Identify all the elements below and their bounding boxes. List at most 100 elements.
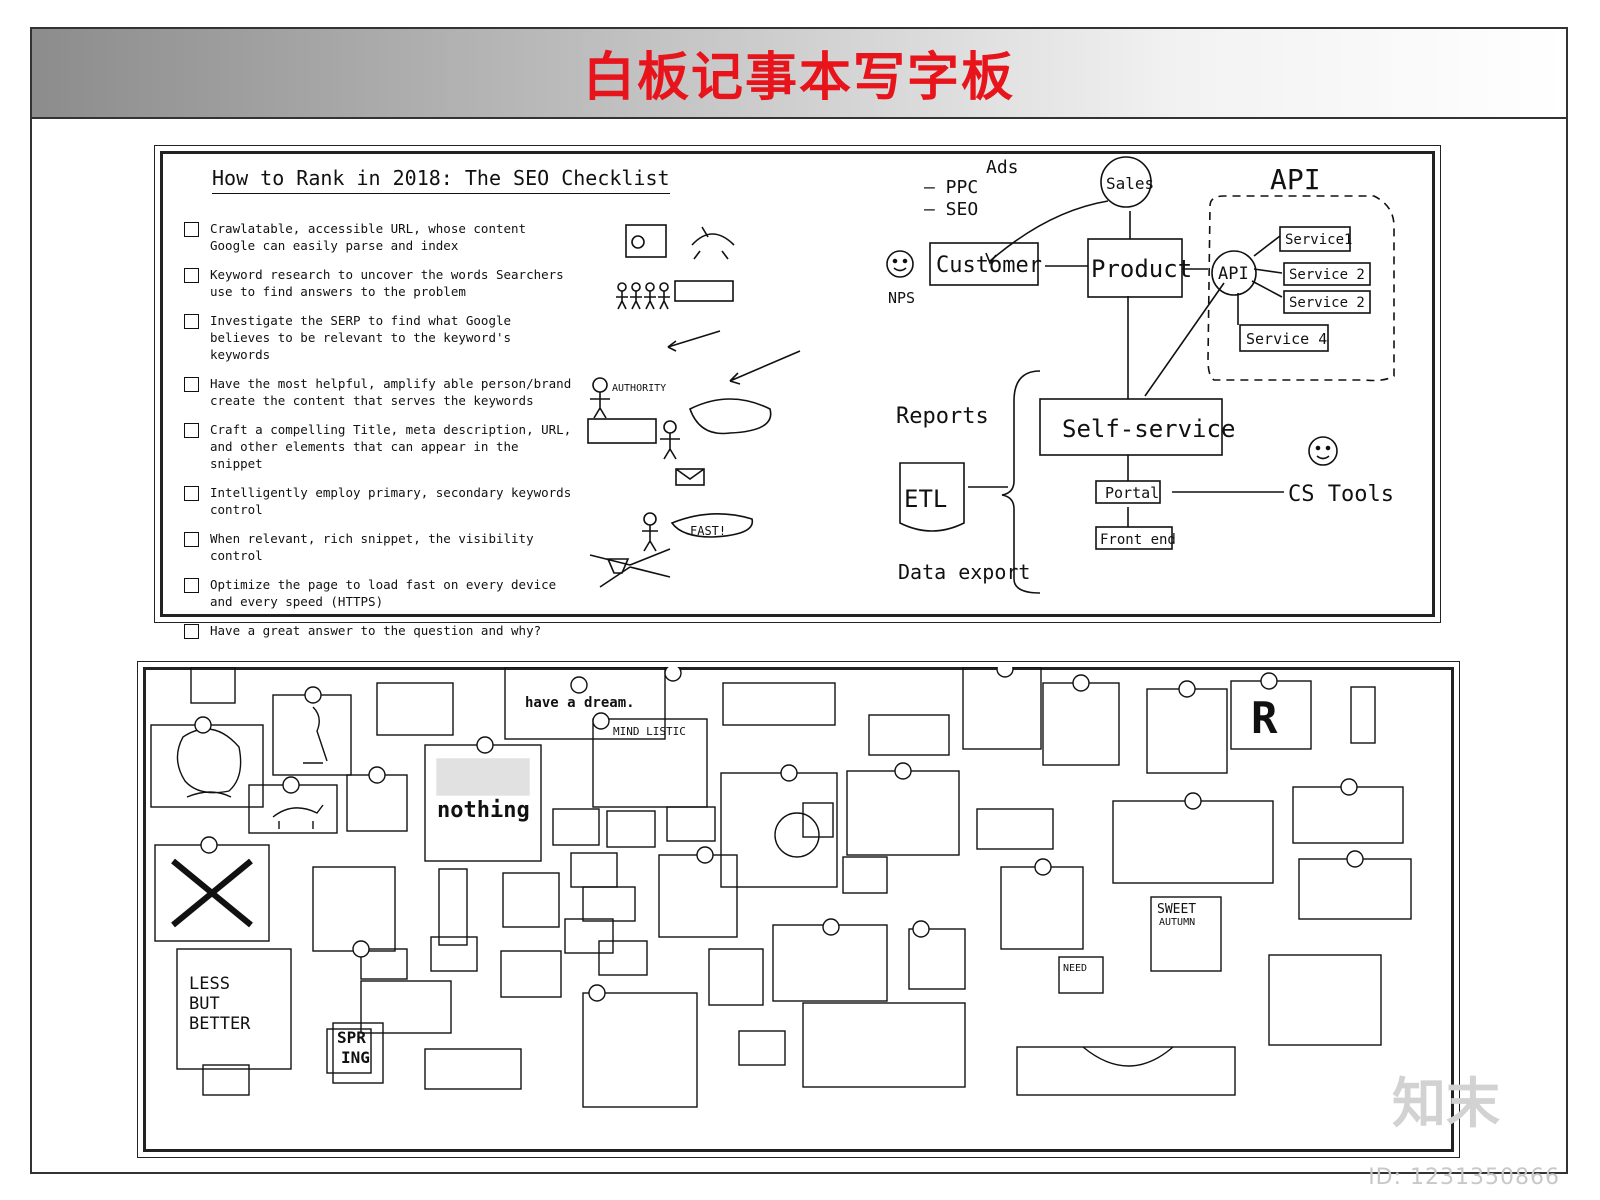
tray xyxy=(1016,1046,1236,1096)
dream-card xyxy=(504,667,666,740)
product-node xyxy=(1087,238,1183,298)
fast-label: FAST! xyxy=(690,524,726,538)
stick-figure-sketch xyxy=(660,420,680,460)
checklist-item[interactable]: Have a great answer to the question and … xyxy=(182,622,572,639)
autumn-label: AUTUMN xyxy=(1159,917,1195,928)
pin xyxy=(194,667,1364,1002)
ing-label: ING xyxy=(341,1048,370,1067)
icons-card xyxy=(962,667,1042,750)
cs-tools-label: CS Tools xyxy=(1288,482,1394,507)
watermark-id: ID: 1231350866 xyxy=(1368,1165,1560,1190)
mail-sketch-icon xyxy=(675,468,705,486)
self-service-node xyxy=(1039,398,1223,456)
x-mark xyxy=(171,858,253,928)
portal-label: Portal xyxy=(1105,484,1159,502)
service1-node xyxy=(1279,226,1351,252)
checklist-item[interactable]: Optimize the page to load fast on every … xyxy=(182,576,572,610)
tray-notch xyxy=(1082,1046,1174,1067)
small-note xyxy=(552,808,600,846)
smiley-icon xyxy=(886,250,914,278)
product-label: Product xyxy=(1091,255,1192,283)
but-label: BUT xyxy=(189,994,220,1014)
checklist-item[interactable]: Intelligently employ primary, secondary … xyxy=(182,484,572,518)
nothing-label: nothing xyxy=(437,798,530,823)
lined-note xyxy=(312,866,396,952)
small-note xyxy=(326,1028,372,1074)
seo-checklist-title: How to Rank in 2018: The SEO Checklist xyxy=(212,166,670,194)
face-sketch xyxy=(774,812,820,858)
better-label: BETTER xyxy=(189,1014,251,1034)
service2-label: Service 2 xyxy=(1289,267,1365,283)
connector-line xyxy=(1237,235,1283,325)
bubble-sketch xyxy=(670,513,754,538)
blank-card xyxy=(500,950,562,998)
plant-card xyxy=(708,948,764,1006)
arrow-sketch xyxy=(589,548,671,588)
battery-card xyxy=(1350,686,1376,744)
dream-label: have a dream. xyxy=(525,695,635,711)
doc-sketch-icon xyxy=(625,224,667,258)
checklist-item[interactable]: Have the most helpful, amplify able pers… xyxy=(182,375,572,409)
brace-line xyxy=(1001,370,1041,594)
blau-card xyxy=(570,852,618,888)
stick-figure-sketch xyxy=(642,512,658,552)
connector-line xyxy=(1144,282,1225,397)
small-note xyxy=(1058,956,1104,994)
pinboard xyxy=(137,661,1460,1158)
checklist-item[interactable]: Keyword research to uncover the words Se… xyxy=(182,266,572,300)
fish-card xyxy=(846,770,960,856)
books-stack xyxy=(722,682,836,726)
note-card xyxy=(190,667,236,704)
seo-label: – SEO xyxy=(924,199,978,220)
less-card xyxy=(176,948,292,1070)
small-note xyxy=(738,1030,786,1066)
small-note xyxy=(802,802,834,838)
list-card xyxy=(772,924,888,1002)
checklist-item[interactable]: When relevant, rich snippet, the visibil… xyxy=(182,530,572,564)
small-note xyxy=(908,928,966,990)
small-note xyxy=(582,886,636,922)
reports-label: Reports xyxy=(896,404,989,429)
small-note xyxy=(606,810,656,848)
logo-card xyxy=(976,808,1054,850)
bug-sketch-icon xyxy=(691,226,735,260)
book-card xyxy=(582,992,698,1108)
small-note xyxy=(360,948,408,980)
etl-node xyxy=(899,462,965,532)
checklist-item[interactable]: Crawlatable, accessible URL, whose conte… xyxy=(182,220,572,254)
self-service-label: Self-service xyxy=(1062,415,1235,443)
ppc-label: – PPC xyxy=(924,177,978,198)
dashed-group xyxy=(1207,195,1395,382)
api-node xyxy=(1211,250,1257,296)
whiteboard-seo xyxy=(154,145,1441,623)
service3-node xyxy=(1283,290,1371,314)
portal-node xyxy=(1095,480,1161,504)
mind-list-card xyxy=(592,718,708,808)
api-node-label: API xyxy=(1218,264,1249,284)
sweet-card xyxy=(1150,896,1222,972)
dots-card xyxy=(1042,682,1120,766)
checklist-item[interactable]: Craft a compelling Title, meta descripti… xyxy=(182,421,572,472)
lined-note xyxy=(802,1002,966,1088)
strip-card xyxy=(438,868,468,946)
mind-list-label: MIND LISTIC xyxy=(613,725,686,738)
mountain-card xyxy=(1268,954,1382,1046)
ticket-card xyxy=(424,1048,522,1090)
service1-label: Service1 xyxy=(1285,232,1352,248)
arrow-sketch xyxy=(729,350,801,385)
dog-sketch xyxy=(272,804,324,829)
plant-icon-card xyxy=(1146,688,1228,774)
portrait-card xyxy=(150,724,264,808)
note-card xyxy=(1298,858,1412,920)
service3-label: Service 2 xyxy=(1289,295,1365,311)
service4-node xyxy=(1239,324,1329,352)
sketch-card xyxy=(502,872,560,928)
front-end-label: Front end xyxy=(1100,532,1176,548)
planner-card xyxy=(1112,800,1274,884)
magazine-card xyxy=(720,772,838,888)
portrait-sketch xyxy=(176,728,242,798)
small-note xyxy=(598,940,648,976)
cog-sketch-icon xyxy=(631,235,645,249)
spring-card xyxy=(332,1022,384,1084)
checklist-item[interactable]: Investigate the SERP to find what Google… xyxy=(182,312,572,363)
